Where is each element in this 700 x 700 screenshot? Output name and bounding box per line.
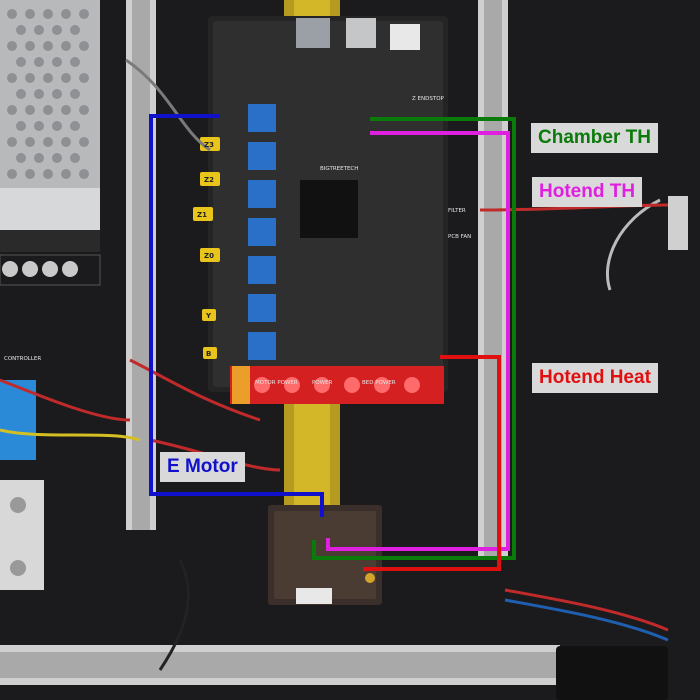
hotend-heat-wire <box>363 355 501 571</box>
chamber-th-wire <box>312 117 516 560</box>
hotend-th-label: Hotend TH <box>532 177 643 207</box>
hotend-heat-label: Hotend Heat <box>532 363 658 393</box>
mainboard <box>208 16 448 404</box>
power-supply <box>0 0 101 286</box>
e-motor-wire <box>149 114 324 517</box>
chamber-th-label: Chamber TH <box>531 123 658 153</box>
breakout-board <box>268 505 382 605</box>
e-motor-label: E Motor <box>160 452 245 482</box>
hotend-th-wire <box>326 131 510 551</box>
